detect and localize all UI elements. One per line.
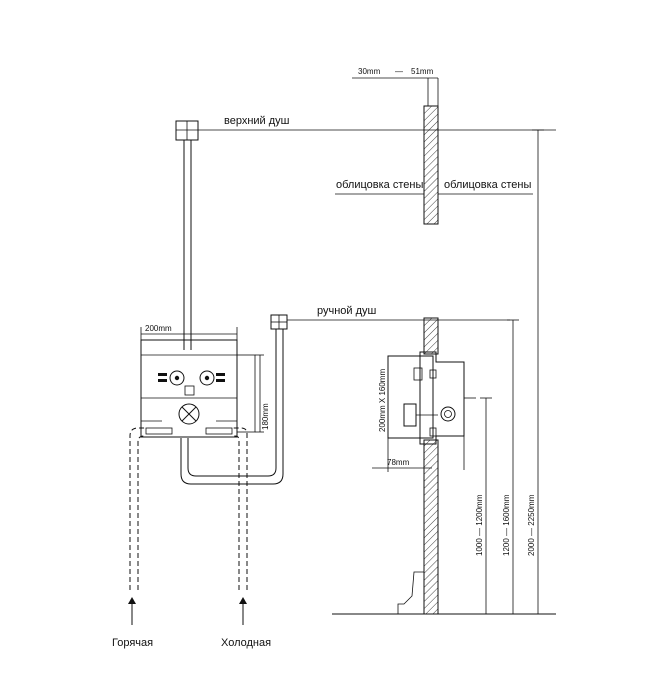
wall-section-upper	[352, 77, 439, 225]
hot-label: Горячая	[112, 637, 153, 649]
floor-line	[332, 571, 556, 615]
box-height-label: 180mm	[261, 403, 270, 430]
hot-arrow-icon	[128, 597, 136, 625]
cold-water-pipe	[232, 427, 248, 590]
depth-dimension	[372, 438, 432, 472]
height-label-1: 1000 — 1200mm	[475, 494, 484, 556]
mixer-box-side	[387, 351, 476, 470]
wall-thickness-max: 51mm	[411, 67, 434, 76]
hot-water-pipe	[129, 427, 146, 590]
hand-shower-label: ручной душ	[317, 305, 377, 317]
depth-label: 78mm	[387, 458, 410, 467]
center-connector	[184, 385, 195, 396]
cold-arrow-icon	[239, 597, 247, 625]
wall-cladding-right-label: облицовка стены	[444, 179, 531, 191]
box-height-dimension	[255, 354, 264, 433]
wall-thickness-dash: —	[395, 67, 403, 76]
mixer-box-front	[140, 339, 256, 438]
height-dimension-lines	[480, 129, 544, 614]
wall-section-lower	[423, 317, 439, 615]
hand-shower-outlet	[270, 314, 288, 330]
hand-shower-diverter-icon	[199, 370, 225, 386]
height-label-3: 2000 — 2250mm	[527, 494, 536, 556]
top-shower-diverter-icon	[158, 370, 185, 386]
wall-cladding-left-label: облицовка стены	[336, 179, 423, 191]
top-shower-label: верхний душ	[224, 115, 290, 127]
thermostat-valve-icon	[178, 403, 200, 425]
top-shower-outlet	[175, 120, 199, 141]
cold-label: Холодная	[221, 637, 271, 649]
wall-thickness-min: 30mm	[358, 67, 381, 76]
wall-cladding-markers	[335, 188, 533, 200]
box-width-label: 200mm	[145, 324, 172, 333]
height-label-2: 1200 — 1600mm	[502, 494, 511, 556]
hand-shower-pipe	[180, 329, 284, 485]
top-shower-riser	[183, 140, 192, 350]
box-width-dimension	[140, 327, 238, 340]
box-size-label: 200mm X 160mm	[378, 369, 387, 432]
